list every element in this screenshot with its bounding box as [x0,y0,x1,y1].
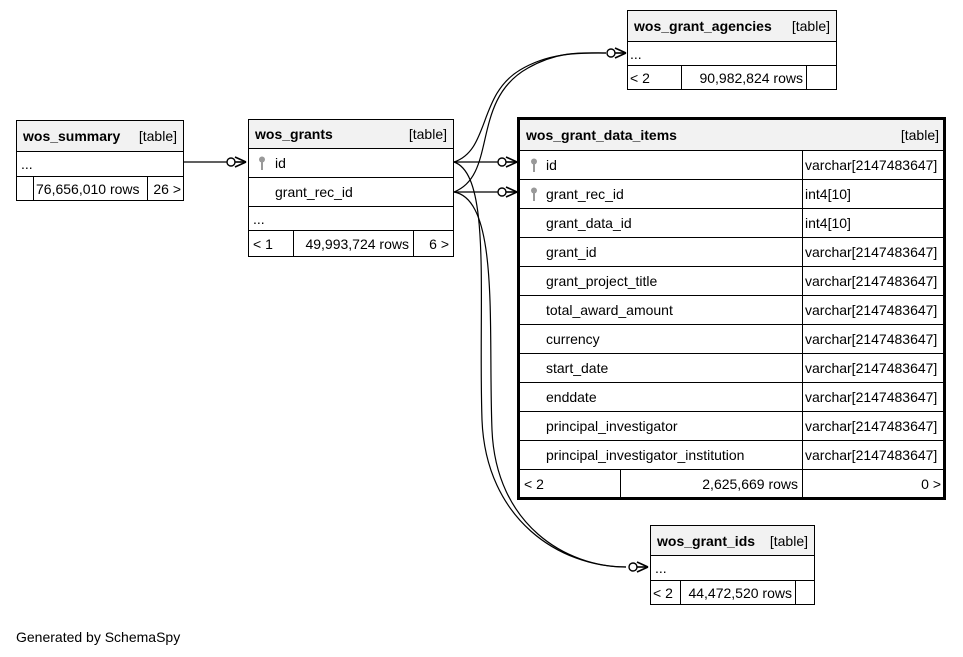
primary-key-icon [531,158,537,172]
table-footer: < 2 90,982,824 rows [628,65,836,89]
column-row[interactable]: principal_investigator varchar[2147483647… [520,411,943,440]
column-row[interactable]: id [249,148,453,177]
column-name[interactable]: grant_id [546,244,597,260]
column-name[interactable]: id [275,155,286,171]
column-row[interactable]: currency varchar[2147483647] [520,324,943,353]
column-type: varchar[2147483647] [802,383,943,411]
column-name[interactable]: grant_project_title [546,273,658,289]
column-type: int4[10] [802,180,943,208]
column-row[interactable]: id varchar[2147483647] [520,150,943,179]
primary-key-icon [259,156,265,170]
table-wos-grant-data-items[interactable]: wos_grant_data_items [table] id varchar[2… [517,117,946,500]
column-name[interactable]: grant_data_id [546,215,632,231]
column-row[interactable]: principal_investigator_institution varcha… [520,440,943,469]
column-name[interactable]: principal_investigator_institution [546,447,745,463]
column-name[interactable]: start_date [546,360,609,376]
columns-ellipsis: ... [249,206,453,230]
row-count: 90,982,824 rows [681,66,806,89]
column-name[interactable]: id [546,157,557,173]
table-footer: < 2 2,625,669 rows 0 > [520,469,943,497]
columns-ellipsis: ... [628,41,836,65]
children-link[interactable]: 6 > [413,231,453,256]
columns-ellipsis: ... [17,151,183,176]
columns-ellipsis: ... [651,555,814,580]
link-grants-ids-b [453,191,627,568]
column-row[interactable]: grant_rec_id [249,177,453,206]
table-kind: [table] [900,127,939,143]
column-row[interactable]: start_date varchar[2147483647] [520,353,943,382]
table-header[interactable]: wos_summary [table] [17,121,183,151]
column-row[interactable]: grant_rec_id int4[10] [520,179,943,208]
parents-link[interactable]: < 2 [630,69,650,86]
children-cell [795,581,814,604]
table-wos-grant-agencies[interactable]: wos_grant_agencies [table] ... < 2 90,98… [627,10,837,90]
row-count: 44,472,520 rows [680,581,795,604]
column-type: varchar[2147483647] [802,267,943,295]
table-kind: [table] [769,532,808,549]
row-count: 2,625,669 rows [620,470,802,497]
link-grants-agencies-b [453,52,607,193]
table-wos-grants[interactable]: wos_grants [table] id grant_rec_id ... <… [248,119,454,257]
parents-link[interactable]: < 2 [653,584,673,601]
table-name[interactable]: wos_grant_agencies [634,18,772,34]
column-name[interactable]: total_award_amount [546,302,673,318]
crow-foot-items-recid [497,186,518,198]
column-type: varchar[2147483647] [802,354,943,382]
children-link[interactable]: 26 > [147,177,183,200]
table-name[interactable]: wos_grants [255,126,333,142]
table-header[interactable]: wos_grant_data_items [table] [520,120,943,150]
table-header[interactable]: wos_grant_ids [table] [651,526,814,555]
parents-link[interactable]: < 2 [524,475,544,492]
table-header[interactable]: wos_grant_agencies [table] [628,11,836,41]
column-name[interactable]: grant_rec_id [275,184,353,200]
column-type: varchar[2147483647] [802,296,943,324]
children-cell [806,66,836,89]
link-grants-ids-a [453,161,627,568]
column-name[interactable]: grant_rec_id [546,186,624,202]
table-footer: < 1 49,993,724 rows 6 > [249,230,453,256]
column-type: varchar[2147483647] [802,325,943,353]
table-header[interactable]: wos_grants [table] [249,120,453,148]
table-name[interactable]: wos_grant_ids [657,532,756,549]
crow-foot-items-id [497,156,518,168]
column-row[interactable]: grant_id varchar[2147483647] [520,237,943,266]
column-name[interactable]: principal_investigator [546,418,678,434]
table-wos-grant-ids[interactable]: wos_grant_ids [table] ... < 2 44,472,520… [650,525,815,605]
crow-foot-agencies [606,47,627,59]
column-row[interactable]: grant_project_title varchar[2147483647] [520,266,943,295]
table-name[interactable]: wos_summary [23,128,121,144]
crow-foot-wos-grants [226,156,247,168]
children-link[interactable]: 0 > [802,470,943,497]
ellipsis-text: ... [655,560,667,576]
ellipsis-text: ... [21,156,33,172]
column-name[interactable]: enddate [546,389,597,405]
column-row[interactable]: enddate varchar[2147483647] [520,382,943,411]
parents-link[interactable]: < 1 [253,235,273,252]
column-name[interactable]: currency [546,331,600,347]
table-footer: 76,656,010 rows 26 > [17,176,183,200]
column-type: varchar[2147483647] [802,238,943,266]
table-wos-summary[interactable]: wos_summary [table] ... 76,656,010 rows … [16,120,184,201]
column-type: varchar[2147483647] [802,151,943,179]
generated-by-credit: Generated by SchemaSpy [16,629,181,645]
column-row[interactable]: grant_data_id int4[10] [520,208,943,237]
table-name[interactable]: wos_grant_data_items [526,127,677,143]
crow-foot-grant-ids [628,561,649,573]
column-row[interactable]: total_award_amount varchar[2147483647] [520,295,943,324]
table-kind: [table] [138,128,177,144]
row-count: 49,993,724 rows [293,231,413,256]
table-kind: [table] [791,18,830,34]
row-count: 76,656,010 rows [33,177,147,200]
table-footer: < 2 44,472,520 rows [651,580,814,604]
table-kind: [table] [408,126,447,142]
column-list: id varchar[2147483647] grant_rec_id int4[10… [520,150,943,469]
column-type: int4[10] [802,209,943,237]
ellipsis-text: ... [253,210,265,227]
foreign-key-icon [531,187,537,201]
column-type: varchar[2147483647] [802,412,943,440]
column-type: varchar[2147483647] [802,441,943,469]
ellipsis-text: ... [630,45,642,62]
